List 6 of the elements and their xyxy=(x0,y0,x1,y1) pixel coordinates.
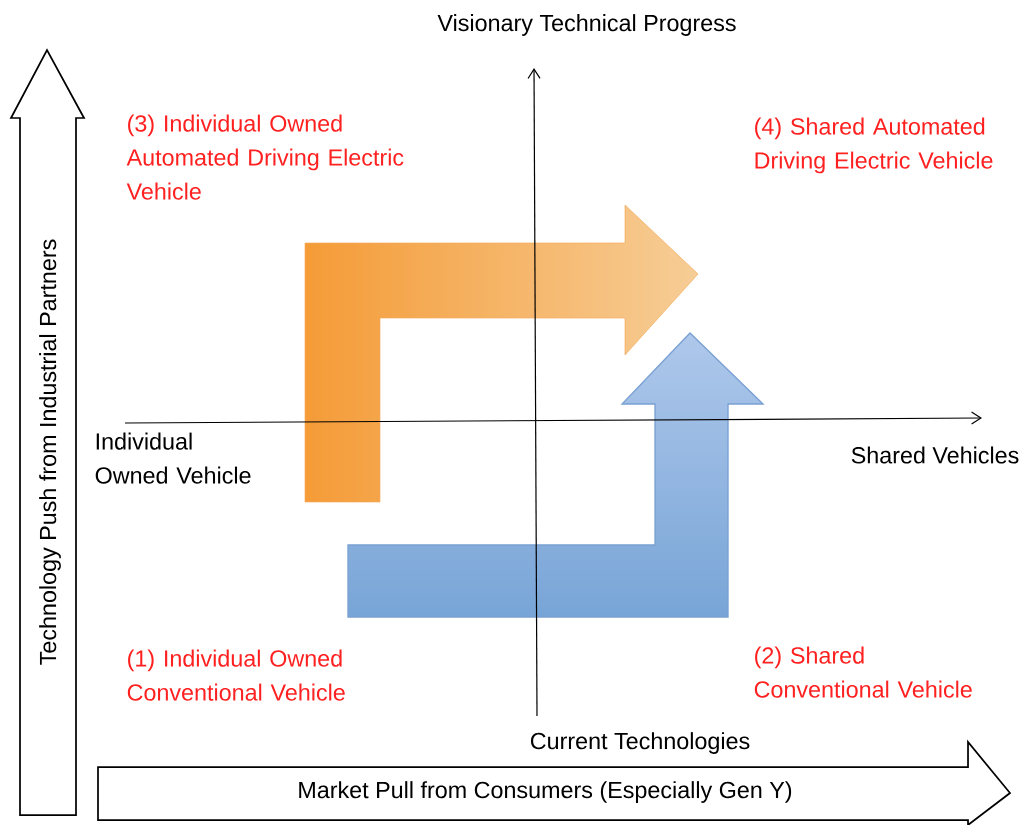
quadrant-label: (1) Individual Owned Conventional Vehicle xyxy=(127,649,345,701)
quadrant-label: (2) Shared Conventional Vehicle xyxy=(754,646,972,698)
axis-label: Shared Vehicles xyxy=(851,446,1019,464)
quadrant-label: (4) Shared Automated Driving Electric Vehicle xyxy=(755,117,993,174)
axis-label: Visionary Technical Progress xyxy=(437,14,736,36)
quadrant-label: (3) Individual Owned Automated Driving Electric Vehicle xyxy=(126,114,404,200)
